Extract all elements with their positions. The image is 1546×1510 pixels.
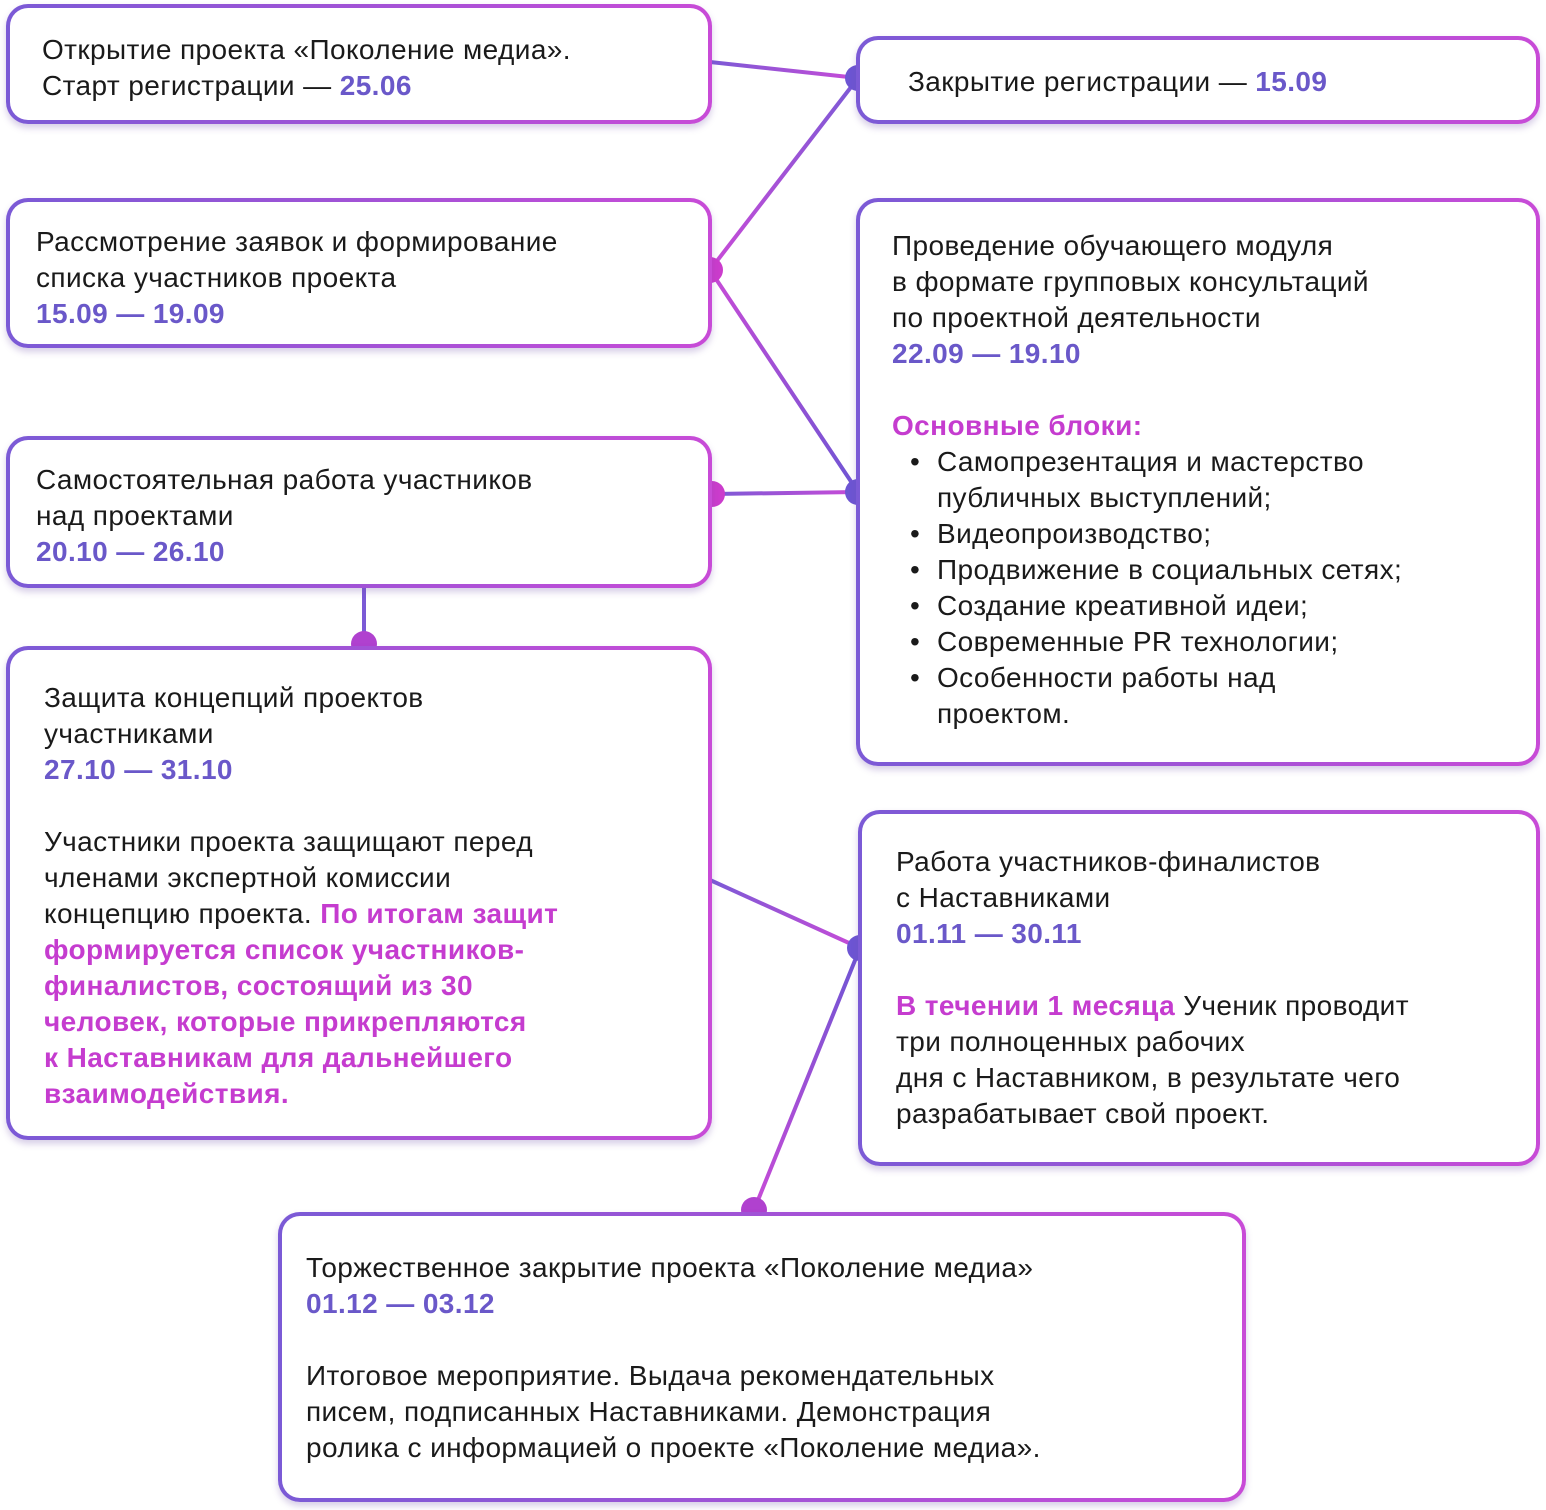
stage-title-line: над проектами bbox=[36, 500, 234, 531]
block-item: Продвижение в социальных сетях; bbox=[892, 552, 1536, 588]
stage-title: Защита концепций проектов bbox=[44, 682, 424, 713]
block-item: Современные PR технологии; bbox=[892, 624, 1536, 660]
stage-description: В течении 1 месяца Ученик проводит bbox=[896, 990, 1409, 1021]
stage-card-closing-ceremony: Торжественное закрытие проекта «Поколени… bbox=[278, 1212, 1246, 1502]
connector-3-2 bbox=[708, 76, 860, 272]
stage-title: Работа участников-финалистов bbox=[896, 846, 1321, 877]
stage-title-line: с Наставниками bbox=[896, 882, 1111, 913]
stage-description: Участники проекта защищают перед bbox=[44, 826, 533, 857]
stage-date: 20.10 — 26.10 bbox=[36, 536, 225, 567]
stage-card-registration-closing: Закрытие регистрации — 15.09 bbox=[856, 36, 1540, 124]
stage-description: дня с Наставником, в результате чего bbox=[896, 1062, 1401, 1093]
block-item: Создание креативной идеи; bbox=[892, 588, 1536, 624]
stage-title: Самостоятельная работа участников bbox=[36, 464, 533, 495]
block-item: Видеопроизводство; bbox=[892, 516, 1536, 552]
stage-card-application-review: Рассмотрение заявок и формирование списк… bbox=[6, 198, 712, 348]
connector-6-7 bbox=[708, 878, 862, 950]
highlight-text: В течении 1 месяца bbox=[896, 990, 1176, 1021]
stage-date: 22.09 — 19.10 bbox=[892, 338, 1081, 369]
stage-card-concept-defense: Защита концепций проектов участниками 27… bbox=[6, 646, 712, 1140]
stage-date: 25.06 bbox=[339, 70, 412, 101]
connector-5-4 bbox=[710, 490, 860, 496]
stage-title: Торжественное закрытие проекта «Поколени… bbox=[306, 1252, 1034, 1283]
stage-title: Проведение обучающего модуля bbox=[892, 230, 1334, 261]
connector-1-2 bbox=[708, 60, 860, 80]
stage-title-line: Старт регистрации — 25.06 bbox=[42, 70, 412, 101]
stage-description: концепцию проекта. По итогам защит bbox=[44, 898, 559, 929]
highlight-text: человек, которые прикрепляются bbox=[44, 1006, 527, 1037]
highlight-text: По итогам защит bbox=[320, 898, 559, 929]
blocks-heading: Основные блоки: bbox=[892, 410, 1143, 441]
highlight-text: к Наставникам для дальнейшего bbox=[44, 1042, 513, 1073]
highlight-text: формируется список участников- bbox=[44, 934, 525, 965]
stage-title-line: по проектной деятельности bbox=[892, 302, 1261, 333]
stage-card-mentor-work: Работа участников-финалистов с Наставник… bbox=[858, 810, 1540, 1166]
node-dot bbox=[741, 1197, 767, 1223]
stage-description: членами экспертной комиссии bbox=[44, 862, 452, 893]
stage-card-project-opening: Открытие проекта «Поколение медиа». Стар… bbox=[6, 4, 712, 124]
highlight-text: взаимодействия. bbox=[44, 1078, 290, 1109]
stage-card-independent-work: Самостоятельная работа участников над пр… bbox=[6, 436, 712, 588]
stage-date: 01.11 — 30.11 bbox=[896, 918, 1082, 949]
node-dot bbox=[351, 631, 377, 657]
stage-title: Закрытие регистрации — 15.09 bbox=[908, 66, 1328, 97]
node-dot bbox=[847, 935, 873, 961]
stage-title-line: участниками bbox=[44, 718, 214, 749]
highlight-text: финалистов, состоящий из 30 bbox=[44, 970, 473, 1001]
stage-title-line: списка участников проекта bbox=[36, 262, 397, 293]
stage-date: 15.09 bbox=[1255, 66, 1328, 97]
node-dot bbox=[845, 479, 871, 505]
connector-7-8 bbox=[752, 946, 862, 1212]
stage-date: 15.09 — 19.09 bbox=[36, 298, 225, 329]
stage-description: писем, подписанных Наставниками. Демонст… bbox=[306, 1396, 992, 1427]
stage-description: ролика с информацией о проекте «Поколени… bbox=[306, 1432, 1041, 1463]
stage-description: три полноценных рабочих bbox=[896, 1026, 1246, 1057]
stage-title-line: в формате групповых консультаций bbox=[892, 266, 1369, 297]
stage-title: Открытие проекта «Поколение медиа». bbox=[42, 34, 571, 65]
stage-description: разрабатывает свой проект. bbox=[896, 1098, 1270, 1129]
stage-date: 01.12 — 03.12 bbox=[306, 1288, 495, 1319]
connector-3-4 bbox=[708, 268, 860, 494]
stage-title: Рассмотрение заявок и формирование bbox=[36, 226, 558, 257]
stage-description: Итоговое мероприятие. Выдача рекомендате… bbox=[306, 1360, 995, 1391]
stage-date: 27.10 — 31.10 bbox=[44, 754, 233, 785]
node-dot bbox=[845, 65, 871, 91]
stage-card-training-module: Проведение обучающего модуля в формате г… bbox=[856, 198, 1540, 766]
